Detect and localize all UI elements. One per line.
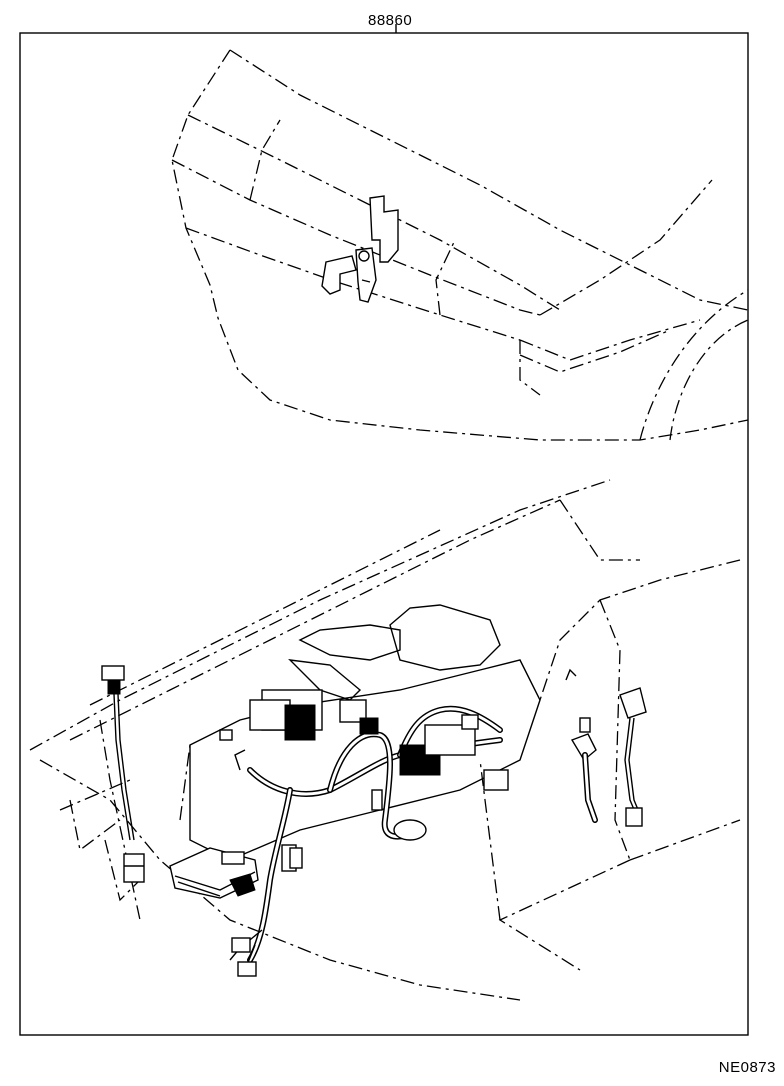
part-number-label: 88860 [368,12,413,29]
side-connector-left [101,665,145,883]
hood-sensor-bracket [321,195,399,303]
diagram-frame [19,24,749,1036]
control-module [169,847,259,899]
figure-code-label: NE0873 [718,1059,776,1076]
harness-connectors [231,689,509,977]
car-front-outline [171,49,749,441]
side-connector-right [565,668,647,827]
cabin-outline [29,479,741,1001]
